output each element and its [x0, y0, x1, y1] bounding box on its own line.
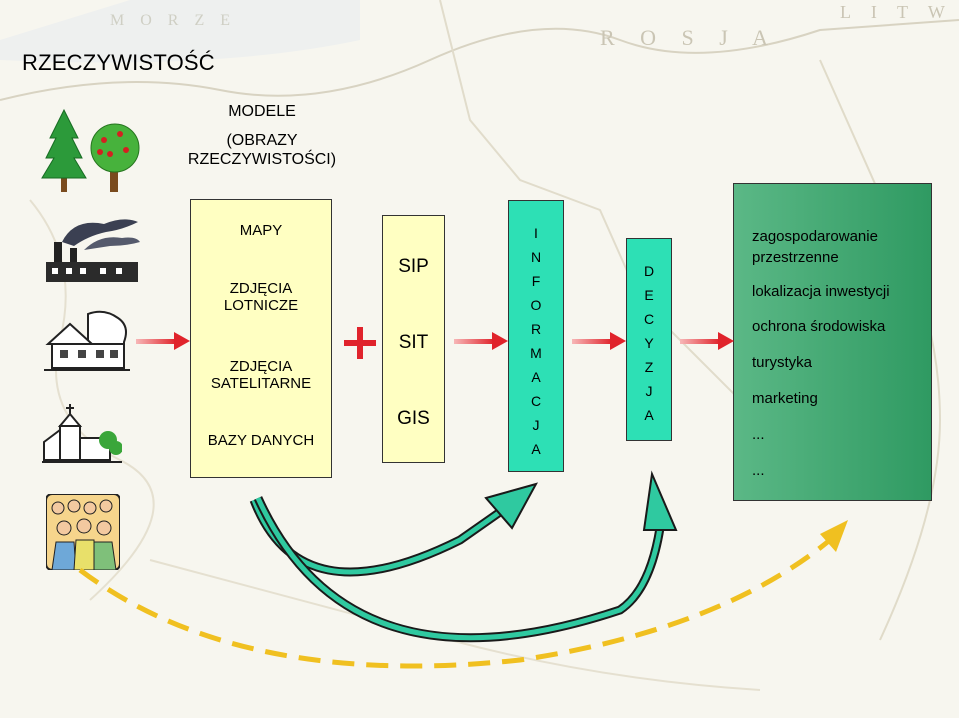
- arrow-systems-to-informacja: [454, 332, 508, 350]
- systems-box: SIP SIT GIS: [382, 215, 445, 463]
- source-lotnicze-line-1: ZDJĘCIA: [229, 280, 293, 297]
- informacja-letter: N: [530, 249, 542, 265]
- source-satelitarne-line-2: SATELITARNE: [210, 375, 312, 392]
- house-icon: [44, 310, 130, 371]
- source-bazy: BAZY DANYCH: [207, 432, 315, 449]
- models-line-1: MODELE: [228, 103, 296, 120]
- decyzja-letter: E: [644, 287, 654, 303]
- apple-tree-icon: [90, 123, 140, 192]
- application-turystyka: turystyka: [752, 354, 813, 371]
- feedback-dashed-from-applications: [78, 520, 848, 669]
- decyzja-box: D E C Y Z J A: [626, 238, 672, 441]
- informacja-letter: M: [530, 345, 542, 361]
- decyzja-letter: D: [643, 263, 655, 279]
- informacja-box: I N F O R M A C J A: [508, 200, 564, 472]
- informacja-letter: O: [530, 297, 542, 313]
- source-satelitarne-line-1: ZDJĘCIA: [229, 358, 293, 375]
- system-sip: SIP: [398, 256, 429, 277]
- map-label-litwa: L I T W A: [840, 2, 959, 22]
- informacja-letter: A: [531, 369, 541, 385]
- source-mapy: MAPY: [239, 222, 283, 239]
- application-zagospodarowanie-line-2: przestrzenne: [752, 249, 839, 266]
- informacja-letter: C: [530, 393, 542, 409]
- decyzja-letter: A: [644, 407, 654, 423]
- feedback-curve-to-informacja: [249, 482, 539, 577]
- application-ochrona: ochrona środowiska: [752, 318, 886, 335]
- arrow-sources-to-systems: [136, 332, 190, 350]
- source-lotnicze-line-2: LOTNICZE: [223, 297, 299, 314]
- plus-icon: [344, 327, 376, 359]
- arrow-decyzja-to-applications: [680, 332, 734, 350]
- application-more-2: ...: [752, 462, 765, 479]
- people-icon: [46, 494, 120, 570]
- system-sit: SIT: [398, 332, 429, 353]
- application-zagospodarowanie-line-1: zagospodarowanie: [752, 228, 878, 245]
- informacja-letter: J: [532, 417, 540, 433]
- arrow-informacja-to-decyzja: [572, 332, 626, 350]
- decyzja-letter: J: [645, 383, 653, 399]
- informacja-letter: I: [534, 225, 538, 241]
- system-gis: GIS: [397, 408, 430, 429]
- sources-box: MAPY ZDJĘCIA LOTNICZE ZDJĘCIA SATELITARN…: [190, 199, 332, 478]
- applications-box: zagospodarowanie przestrzenne lokalizacj…: [733, 183, 932, 501]
- church-icon: [42, 404, 122, 463]
- map-label-rosja: R O S J A: [600, 25, 778, 50]
- tree-icon: [41, 108, 87, 192]
- models-line-2: (OBRAZY: [226, 132, 298, 149]
- factory-icon: [46, 219, 140, 282]
- decyzja-letter: C: [643, 311, 655, 327]
- decyzja-letter: Z: [644, 359, 654, 375]
- informacja-letter: R: [530, 321, 542, 337]
- models-line-3: RZECZYWISTOŚCI): [187, 151, 337, 168]
- informacja-letter: A: [531, 441, 541, 457]
- decyzja-letter: Y: [644, 335, 654, 351]
- models-caption: MODELE (OBRAZY RZECZYWISTOŚCI): [182, 102, 342, 169]
- title: RZECZYWISTOŚĆ: [22, 50, 215, 75]
- informacja-letter: F: [531, 273, 541, 289]
- application-marketing: marketing: [752, 390, 818, 407]
- application-more-1: ...: [752, 426, 765, 443]
- feedback-curve-to-decyzja: [253, 470, 678, 643]
- application-lokalizacja: lokalizacja inwestycji: [752, 283, 890, 300]
- map-label-morze: M O R Z E: [110, 12, 236, 29]
